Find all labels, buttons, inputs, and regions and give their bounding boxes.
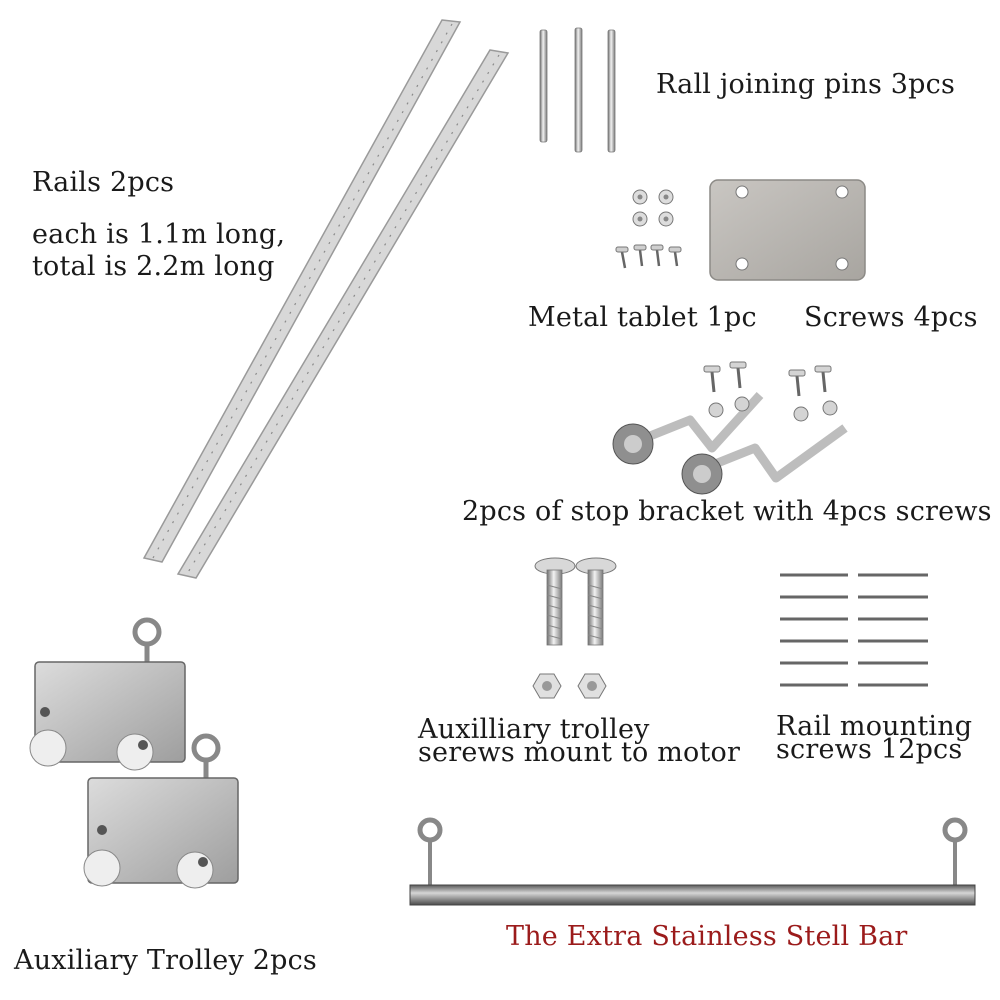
stop-bracket-icon (612, 361, 848, 495)
motor-screws-label-line1: Auxilliary trolley (418, 714, 650, 745)
screws-4-label: Screws 4pcs (804, 302, 978, 333)
motor-screws-icon (532, 557, 617, 699)
small-screws-icon (615, 189, 682, 269)
rails-each-label: each is 1.1m long, (32, 219, 286, 250)
rail-mounting-label-line1: Rail mounting (776, 711, 973, 742)
rail-mounting-screws-icon (780, 573, 928, 687)
rail-mounting-label-line2: screws 12pcs (776, 734, 963, 765)
stop-bracket-label: 2pcs of stop bracket with 4pcs screws (462, 496, 992, 527)
trolley-icon (29, 617, 239, 889)
steel-bar-label: The Extra Stainless Stell Bar (506, 921, 908, 952)
joining-pins-label: Rall joining pins 3pcs (656, 69, 956, 100)
metal-tablet-label: Metal tablet 1pc (528, 302, 757, 333)
metal-tablet-icon (709, 179, 866, 281)
rails-total-label: total is 2.2m long (32, 251, 275, 282)
motor-screws-label-line2: serews mount to motor (418, 737, 741, 768)
rails-title-label: Rails 2pcs (32, 167, 175, 198)
rails-icon (142, 19, 510, 579)
steel-bar-icon (409, 817, 976, 906)
joining-pins-icon (539, 27, 616, 153)
trolley-label: Auxiliary Trolley 2pcs (14, 945, 317, 976)
